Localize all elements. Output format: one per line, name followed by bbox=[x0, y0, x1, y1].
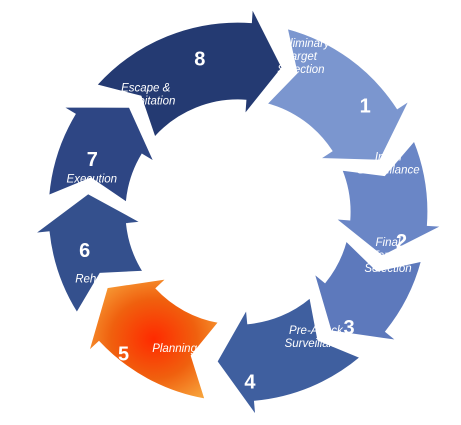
step-label-line: Surveillance bbox=[357, 165, 420, 177]
step-number-5: 5 bbox=[118, 343, 129, 365]
step-number-4: 4 bbox=[244, 372, 256, 394]
step-number-1: 1 bbox=[360, 95, 371, 117]
step-label-line: Target bbox=[372, 250, 405, 262]
cycle-segment-7 bbox=[48, 106, 156, 204]
step-label-line: Surveillance bbox=[285, 338, 348, 350]
step-label-5: Planning bbox=[152, 343, 197, 355]
step-label-line: Selection bbox=[364, 263, 411, 275]
cycle-segments bbox=[33, 6, 444, 418]
step-label-6: Rehearsal bbox=[75, 274, 128, 286]
step-label-line: Rehearsal bbox=[75, 274, 128, 286]
cycle-segment-1 bbox=[265, 27, 411, 162]
step-label-line: Initial bbox=[375, 152, 402, 164]
step-label-line: Selection bbox=[277, 64, 324, 76]
step-label-line: Pre-Attack bbox=[289, 325, 344, 337]
step-label-line: Target bbox=[285, 51, 318, 63]
step-label-line: Preliminary bbox=[272, 38, 331, 50]
step-number-6: 6 bbox=[79, 240, 90, 262]
step-number-3: 3 bbox=[344, 317, 355, 339]
step-label-line: Planning bbox=[152, 343, 197, 355]
step-number-8: 8 bbox=[194, 49, 205, 71]
cycle-segment-2 bbox=[333, 139, 444, 257]
cycle-segment-5 bbox=[87, 277, 220, 400]
step-label-line: Escape & bbox=[121, 82, 171, 94]
step-number-2: 2 bbox=[396, 231, 407, 253]
cycle-segment-8 bbox=[95, 6, 283, 139]
cycle-segment-4 bbox=[216, 296, 362, 418]
step-label-line: Final bbox=[376, 237, 401, 249]
step-number-7: 7 bbox=[87, 149, 98, 171]
cycle-segment-6 bbox=[33, 192, 145, 314]
step-label-8: Escape &Exploitation bbox=[116, 82, 175, 107]
step-label-line: Execution bbox=[67, 173, 118, 185]
cycle-segment-3 bbox=[313, 239, 423, 342]
step-label-line: Exploitation bbox=[116, 95, 175, 107]
step-label-7: Execution bbox=[67, 173, 118, 185]
